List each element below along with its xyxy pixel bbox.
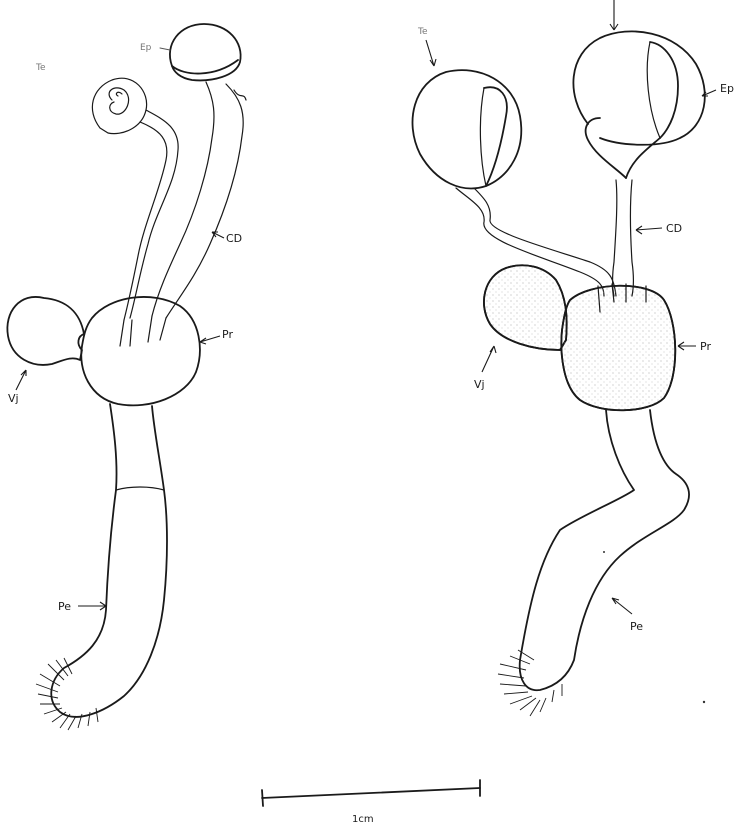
right-arrow-pe: [612, 598, 632, 614]
right-label-ep: Ep: [720, 82, 734, 95]
right-label-te: Te: [417, 27, 428, 37]
right-label-cd: CD: [666, 222, 682, 235]
left-penis: [51, 404, 167, 717]
right-arrow-cd: [636, 226, 662, 234]
right-testis: [412, 70, 521, 188]
left-label-vj: Vj: [8, 392, 19, 405]
scale-bar-label: 1cm: [352, 814, 374, 824]
left-arrow-ep: [160, 48, 170, 50]
left-arrow-pe: [78, 602, 106, 610]
right-label-vj: Vj: [474, 378, 485, 391]
right-epididymis: [573, 31, 704, 178]
left-vj-vesicle: [7, 297, 84, 365]
left-label-ep: Ep: [140, 43, 152, 53]
left-bristles: [36, 658, 98, 730]
left-arrow-vj: [16, 370, 26, 390]
left-epididymis: [170, 24, 241, 80]
stray-mark: [603, 551, 605, 553]
right-label-pr: Pr: [700, 340, 711, 353]
left-specimen: Te Ep CD Pr Vj Pe: [7, 24, 246, 730]
left-label-pe: Pe: [58, 600, 71, 613]
left-label-cd: CD: [226, 232, 242, 245]
right-specimen: Te Ep CD Pr Vj Pe: [412, 0, 733, 716]
left-ducts: [124, 82, 246, 320]
right-bristles: [498, 650, 562, 716]
right-arrow-vj: [482, 346, 496, 372]
right-penis: [520, 410, 689, 690]
right-arrow-pr: [678, 342, 696, 350]
left-label-te: Te: [35, 63, 46, 73]
scale-bar: 1cm: [262, 780, 480, 824]
left-arrow-cd: [212, 232, 224, 238]
left-prostate: [81, 297, 200, 405]
right-prostate: [561, 286, 675, 411]
right-arrow-te: [426, 40, 436, 66]
left-testis: [92, 78, 146, 133]
right-label-pe: Pe: [630, 620, 643, 633]
stray-mark: [703, 701, 705, 703]
right-arrow-top: [610, 0, 618, 30]
left-label-pr: Pr: [222, 328, 233, 341]
left-arrow-pr: [200, 336, 220, 344]
